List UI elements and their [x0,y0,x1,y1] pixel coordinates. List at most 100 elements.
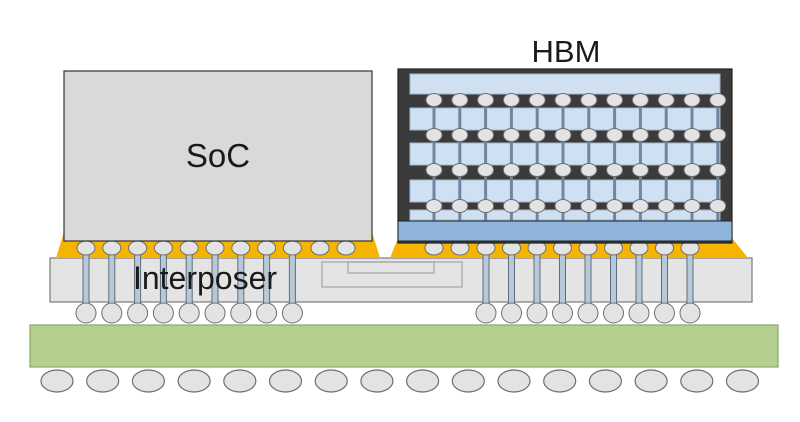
hbm-micro-bump [709,128,727,142]
c4-bump [603,302,624,324]
dram-die [409,179,721,203]
hbm-micro-bump [606,199,624,213]
solder-ball [223,369,257,393]
hbm-micro-bump [451,199,469,213]
through-silicon-via [661,253,668,311]
through-silicon-via [635,253,643,311]
interposer-tsvs [82,253,694,311]
c4-bump [654,302,675,324]
hbm-micro-bump [528,199,546,213]
hbm-micro-bump [631,93,649,107]
hbm-micro-bump [657,128,675,142]
bga-solder-balls [40,369,760,393]
hbm-micro-bump [606,128,624,142]
hbm-tsv [716,96,720,222]
micro-bump [102,240,122,256]
hbm-tsv [664,96,668,222]
hbm-micro-bump [451,128,469,142]
solder-ball [451,369,485,393]
hbm-tsv [690,96,694,222]
hbm-stack-bumps [425,93,727,222]
c4-bump [152,302,174,324]
solder-ball [360,369,394,393]
hbm-micro-bump [683,163,701,177]
hbm-micro-bump [683,128,701,142]
hbm-micro-bump [554,128,572,142]
hbm-micro-bump [451,93,469,107]
solder-ball [634,369,668,393]
hbm-micro-bump [580,163,598,177]
hbm-micro-bump [528,128,546,142]
solder-ball [588,369,623,393]
hbm-micro-bump [683,199,701,213]
hbm-micro-bump [709,163,727,177]
solder-ball [177,369,211,393]
solder-ball [86,369,120,393]
interposer-routing [321,261,463,288]
hbm-micro-bump [477,128,495,142]
hbm-micro-bump [657,199,675,213]
solder-ball [314,369,348,393]
hbm-dram-dies [409,73,721,221]
micro-bump [179,240,199,256]
micro-bump [205,240,225,256]
hbm-tsv [458,96,462,222]
c4-bump [101,302,123,324]
micro-bump [336,240,356,256]
hbm-base-die [397,220,733,242]
micro-bump [76,240,96,256]
c4-bump [281,302,303,324]
c4-bump [75,302,97,324]
dram-die [409,73,721,95]
solder-ball [725,369,760,393]
micro-bump [231,240,251,256]
c4-bump [230,302,252,324]
through-silicon-via [482,253,490,311]
through-silicon-via [288,253,296,311]
soc-label: SoC [186,137,250,174]
c4-bumps [75,302,701,324]
hbm-micro-bump [502,128,520,142]
hbm-micro-bump [554,93,572,107]
hbm-tsv [613,96,617,222]
hbm-tsv [509,96,513,222]
c4-bump [679,302,701,324]
hbm-micro-bump [477,93,495,107]
micro-bump [128,240,148,256]
hbm-micro-bump [451,163,469,177]
micro-bumps [76,240,700,256]
hbm-micro-bump [502,199,520,213]
hbm-tsv [432,96,436,222]
hbm-micro-bump [709,199,727,213]
c4-bump [178,302,200,324]
hbm-micro-bump [528,93,546,107]
solder-ball [543,369,577,393]
micro-bump [282,240,302,256]
hbm-micro-bump [502,163,520,177]
hbm-micro-bump [425,163,443,177]
c4-bump [501,302,522,324]
c4-bump [475,302,497,324]
c4-bump [127,302,149,324]
hbm-tsv [484,96,488,222]
hbm-micro-bump [631,199,649,213]
hbm-micro-bump [425,128,443,142]
hbm-tsv [535,96,539,222]
hbm-micro-bump [580,93,598,107]
through-silicon-via [533,253,541,311]
hbm-micro-bump [554,199,572,213]
solder-ball [497,369,531,393]
hbm-micro-bump [554,163,572,177]
hbm-micro-bump [477,199,495,213]
hbm-label: HBM [532,34,601,69]
hbm-tsv [587,96,591,222]
micro-bump [257,240,277,256]
c4-bump [577,302,599,324]
through-silicon-via [508,253,515,311]
dram-die [409,107,721,131]
c4-bump [552,302,573,324]
through-silicon-via [559,253,566,311]
dram-die [409,142,721,166]
hbm-micro-bump [631,128,649,142]
hbm-micro-bump [425,199,443,213]
